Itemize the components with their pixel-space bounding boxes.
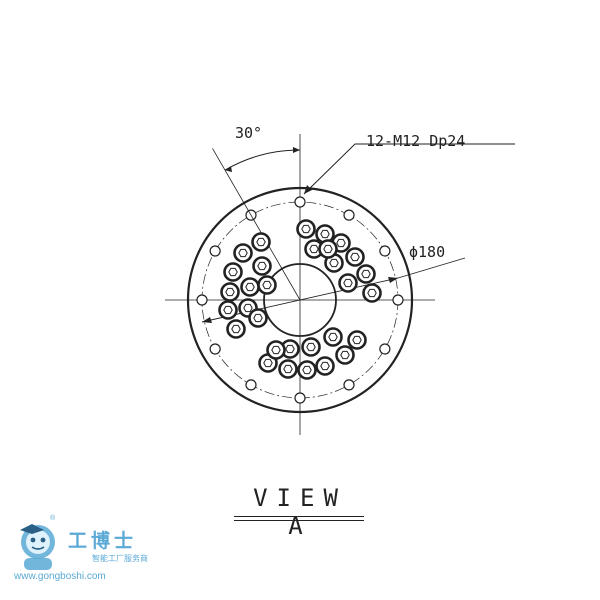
cap-screw-head: [335, 345, 355, 365]
cap-screw-head: [323, 327, 343, 347]
hex-socket: [257, 261, 267, 271]
logo-brand-name: 工博士: [68, 530, 138, 552]
cap-screw-head: [315, 356, 335, 376]
hex-socket: [245, 282, 255, 292]
tapped-hole: [294, 196, 306, 208]
tapped-hole: [294, 392, 306, 404]
tapped-hole: [245, 379, 257, 391]
cap-screw-head: [248, 308, 268, 328]
callout-leader-line: [303, 143, 515, 195]
hex-socket: [271, 345, 281, 355]
angle-reference-line: [212, 148, 301, 301]
cap-screw-head: [257, 275, 277, 295]
watermark-logo: ® 工博士 智能工厂服务商 www.gongboshi.com: [10, 515, 160, 588]
hex-socket: [336, 238, 346, 248]
hex-socket: [228, 267, 238, 277]
tapped-hole: [209, 343, 221, 355]
cap-screw-head: [252, 256, 272, 276]
view-title-underline: [234, 516, 364, 517]
hex-socket: [343, 278, 353, 288]
hex-socket: [223, 305, 233, 315]
diameter-arrow-head: [202, 317, 212, 323]
hex-socket: [320, 229, 330, 239]
tapped-hole: [196, 294, 208, 306]
tapped-hole: [392, 294, 404, 306]
angle-dimension-arc: [224, 149, 301, 171]
hex-socket: [253, 313, 263, 323]
cap-screw-head: [251, 232, 271, 252]
hex-socket: [263, 358, 273, 368]
logo-url: www.gongboshi.com: [14, 571, 106, 582]
hex-socket: [306, 342, 316, 352]
tapped-hole: [379, 245, 391, 257]
cap-screw-head: [218, 300, 238, 320]
hex-socket: [283, 364, 293, 374]
cap-screw-head: [362, 283, 382, 303]
hex-socket: [361, 269, 371, 279]
cap-screw-head: [301, 337, 321, 357]
cap-screw-head: [318, 239, 338, 259]
tapped-hole: [343, 209, 355, 221]
hex-socket: [323, 244, 333, 254]
tapped-holes-callout-label: 12-M12 Dp24: [366, 132, 465, 150]
hex-socket: [309, 244, 319, 254]
hex-socket: [302, 365, 312, 375]
dimension-labels: 30° 12-M12 Dp24 ϕ180: [235, 124, 465, 261]
diameter-leader-line: [397, 257, 466, 279]
bolt-circle-diameter-label: ϕ180: [409, 243, 445, 261]
hex-socket: [238, 248, 248, 258]
cap-screw-head: [347, 330, 367, 350]
hex-socket: [225, 287, 235, 297]
diameter-arrow-head: [388, 277, 398, 283]
view-title: VIEW A: [253, 484, 347, 540]
angle-arrow-head: [225, 166, 232, 173]
tapped-hole: [379, 343, 391, 355]
hex-socket: [262, 280, 272, 290]
cap-screw-head: [233, 243, 253, 263]
registered-mark: ®: [50, 515, 56, 522]
hex-socket: [367, 288, 377, 298]
cap-screw-head: [226, 319, 246, 339]
hex-socket: [256, 237, 266, 247]
cap-screw-head: [220, 282, 240, 302]
hex-socket: [243, 303, 253, 313]
cap-screw-head: [278, 359, 298, 379]
hex-socket: [328, 332, 338, 342]
angle-arrow-head: [293, 147, 300, 153]
cap-screw-head: [345, 247, 365, 267]
cap-screw-head: [266, 340, 286, 360]
tapped-hole: [343, 379, 355, 391]
flange-geometry: [165, 134, 515, 435]
hex-socket: [301, 224, 311, 234]
cap-screw-head: [296, 219, 316, 239]
flange-outer-circle: [186, 186, 414, 414]
tapped-hole: [209, 245, 221, 257]
hex-socket: [231, 324, 241, 334]
center-bore: [263, 263, 337, 337]
hex-socket: [350, 252, 360, 262]
hex-socket: [285, 344, 295, 354]
cap-screw-head: [338, 273, 358, 293]
view-title-underline: [234, 520, 364, 521]
robot-mascot-icon: [20, 524, 55, 570]
callout-arrow-head: [304, 185, 312, 194]
cap-screw-head: [356, 264, 376, 284]
hex-socket: [340, 350, 350, 360]
cap-screw-head: [297, 360, 317, 380]
hex-socket: [320, 361, 330, 371]
hex-socket: [329, 258, 339, 268]
cap-screw-head: [240, 277, 260, 297]
logo-tagline: 智能工厂服务商: [92, 554, 148, 563]
hex-socket: [352, 335, 362, 345]
cap-screw-head: [223, 262, 243, 282]
angle-dimension-label: 30°: [235, 124, 262, 142]
